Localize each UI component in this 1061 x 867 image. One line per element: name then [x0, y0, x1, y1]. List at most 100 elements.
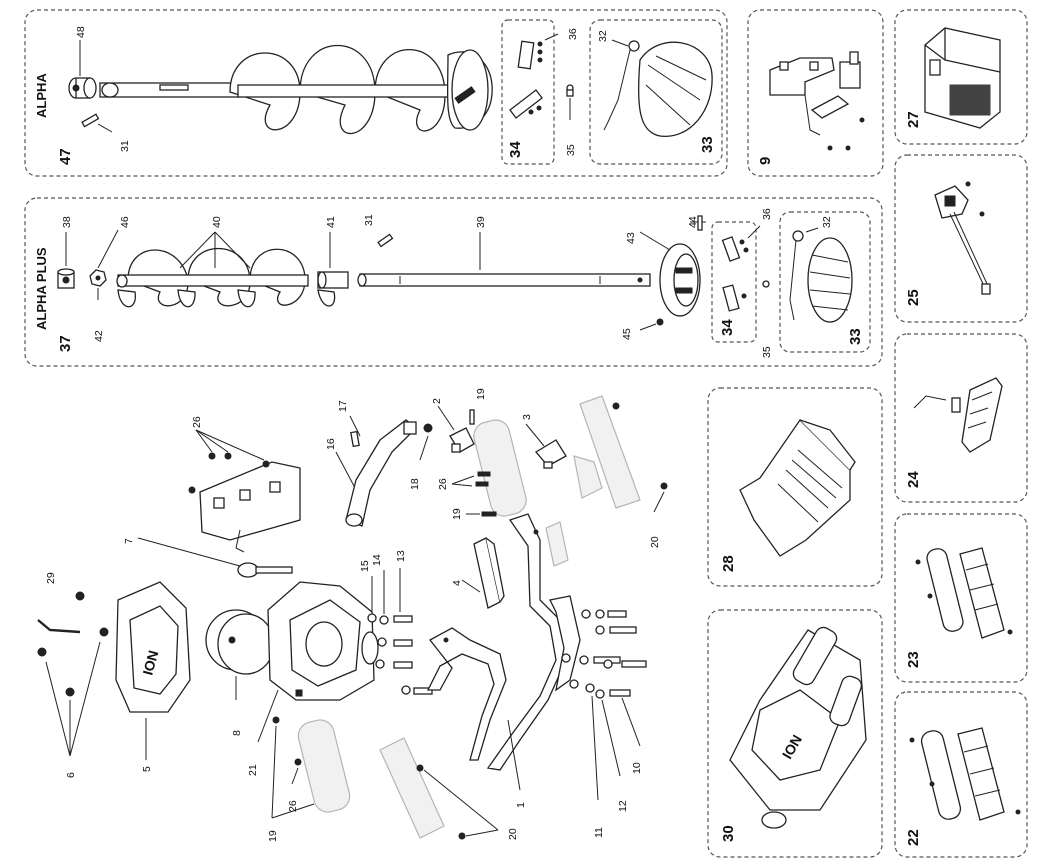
- bolts-parts-10-12: [561, 609, 647, 699]
- label-19-mid: 19: [451, 508, 463, 520]
- coupler-part-41: [317, 271, 349, 307]
- blade-guard-box-plus: [779, 211, 871, 353]
- part-22-section: 22: [894, 691, 1028, 858]
- top-cover-part-5: ION: [115, 581, 191, 713]
- label-30: 30: [720, 825, 737, 842]
- pin-part-31-plus: [377, 233, 394, 248]
- label-15: 15: [359, 560, 371, 572]
- label-34-plus: 34: [719, 319, 736, 336]
- part-24-section: 24: [894, 333, 1028, 503]
- label-42: 42: [93, 330, 105, 342]
- ghost-bracket: [545, 521, 569, 567]
- part-23-box: [894, 513, 1028, 683]
- label-10: 10: [631, 762, 643, 774]
- label-26: 26: [191, 416, 203, 428]
- label-18: 18: [409, 478, 421, 490]
- label-19: 19: [267, 830, 279, 842]
- alpha-plus-box: [24, 197, 883, 367]
- cable-part-25: [934, 181, 991, 295]
- alpha-section: ALPHA 47 48 31: [24, 9, 728, 177]
- label-36-plus: 36: [761, 208, 773, 220]
- extension-shaft-part-39: [357, 273, 651, 287]
- label-1: 1: [515, 802, 527, 808]
- label-43: 43: [625, 232, 637, 244]
- label-21: 21: [247, 764, 259, 776]
- ghost-handle-upper: [473, 395, 641, 517]
- label-29: 29: [45, 572, 57, 584]
- label-14: 14: [371, 554, 383, 566]
- alpha-plus-title: ALPHA PLUS: [34, 247, 49, 330]
- label-17: 17: [337, 400, 349, 412]
- collar-part-48: [68, 77, 97, 99]
- part-28-section: 28: [707, 387, 883, 587]
- gearbox-housing-part-21: [267, 581, 379, 701]
- label-8: 8: [231, 730, 243, 736]
- label-33-plus: 33: [847, 328, 864, 345]
- screws-part-6: [37, 591, 109, 697]
- label-38: 38: [61, 216, 73, 228]
- handle-grip-part-22: [909, 727, 1021, 821]
- label-31-plus: 31: [363, 214, 375, 226]
- blade-part-34-plus: [721, 236, 749, 312]
- label-35: 35: [565, 144, 577, 156]
- handle-cover-part-28: [739, 418, 856, 557]
- alpha-box: [24, 9, 728, 177]
- part-25-section: 25: [894, 154, 1028, 323]
- label-16: 16: [325, 438, 337, 450]
- label-3: 3: [521, 414, 533, 420]
- label-33: 33: [699, 136, 716, 153]
- blade-guard-part-33: [603, 40, 713, 137]
- label-48: 48: [75, 26, 87, 38]
- part-27-box: [894, 9, 1028, 145]
- frame-part-1: [426, 513, 581, 771]
- washers-parts-13-15: [367, 613, 433, 695]
- label-26-b: 26: [287, 800, 299, 812]
- part-24-box: [894, 333, 1028, 503]
- part-28-box: [707, 387, 883, 587]
- label-25: 25: [905, 289, 922, 306]
- battery-part-27: [924, 27, 1001, 129]
- label-46: 46: [119, 216, 131, 228]
- label-27: 27: [905, 111, 922, 128]
- knob-part-7: [237, 562, 293, 578]
- label-12: 12: [617, 800, 629, 812]
- label-40: 40: [211, 216, 223, 228]
- trigger-part-24: [913, 377, 1003, 453]
- part-9-box: [747, 9, 884, 177]
- controller-part-9: [769, 51, 865, 151]
- label-37: 37: [57, 335, 74, 352]
- brand-mark-5: ION: [139, 649, 161, 677]
- blade-guard-part-33-plus: [789, 230, 853, 323]
- label-4: 4: [451, 580, 463, 586]
- label-20-top: 20: [649, 536, 661, 548]
- label-32: 32: [597, 30, 609, 42]
- label-9: 9: [757, 157, 774, 165]
- label-35-plus: 35: [761, 346, 773, 358]
- pin-part-31: [81, 113, 100, 128]
- label-7: 7: [123, 538, 135, 544]
- support-arm-part-16: [345, 419, 433, 527]
- nut-part-42: [89, 269, 107, 287]
- adapter-plate-part-43: [659, 243, 701, 317]
- part-9-section: 9: [747, 9, 884, 177]
- collar-part-38: [57, 268, 75, 289]
- label-36: 36: [567, 28, 579, 40]
- label-2: 2: [431, 398, 443, 404]
- label-26-mid: 26: [437, 478, 449, 490]
- auger-part-40: [116, 248, 309, 308]
- controller-board-part-26: [188, 452, 301, 553]
- label-20: 20: [507, 828, 519, 840]
- motor-cap-part-8: [205, 609, 275, 675]
- label-41: 41: [325, 216, 337, 228]
- label-19-top: 19: [475, 388, 487, 400]
- part-25-box: [894, 154, 1028, 323]
- part-22-box: [894, 691, 1028, 858]
- label-22: 22: [905, 829, 922, 846]
- main-exploded-view: 29 6 ION 5 8: [37, 388, 668, 842]
- alpha-plus-section: ALPHA PLUS 37 38 42 46: [24, 197, 883, 367]
- blade-kit-box: [501, 19, 555, 165]
- label-32-plus: 32: [821, 216, 833, 228]
- handle-grip-part-23: [915, 547, 1013, 639]
- switch-part-3: [535, 439, 567, 469]
- label-5: 5: [141, 766, 153, 772]
